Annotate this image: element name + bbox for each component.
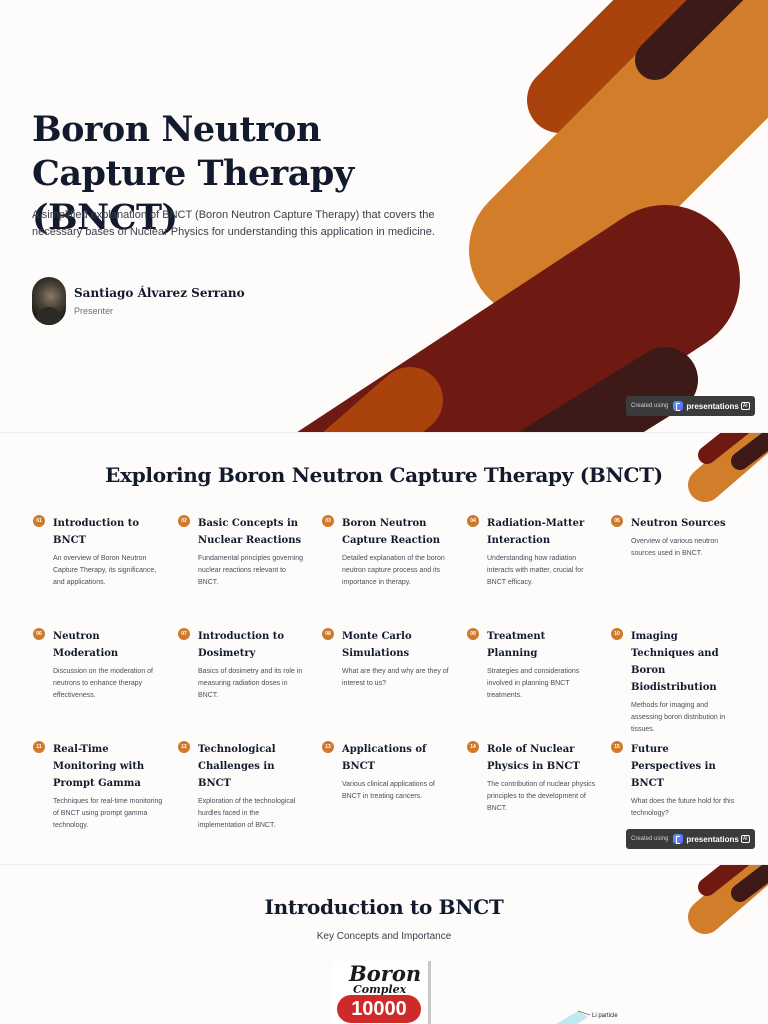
product-brand-text: Boron	[349, 961, 422, 986]
section-subtitle: Key Concepts and Importance	[316, 931, 452, 942]
item-description: Discussion on the moderation of neutrons…	[53, 668, 153, 699]
presentations-logo-icon	[673, 834, 684, 844]
item-number: 09	[467, 628, 479, 640]
item-description: What are they and why are they of intere…	[342, 668, 449, 687]
agenda-item[interactable]: 03 Boron Neutron Capture Reaction Detail…	[322, 515, 452, 589]
item-title: Basic Concepts in Nuclear Reactions	[198, 518, 302, 546]
agenda-slide: Exploring Boron Neutron Capture Therapy …	[0, 432, 768, 864]
item-title: Real-Time Monitoring with Prompt Gamma	[53, 744, 145, 789]
boron-complex-product-image: Boron Complex 10000	[333, 961, 433, 1024]
agenda-title: Exploring Boron Neutron Capture Therapy …	[105, 463, 663, 487]
title-slide: Boron Neutron Capture Therapy (BNCT) A s…	[0, 0, 768, 432]
item-description: An overview of Boron Neutron Capture The…	[53, 555, 157, 586]
item-number: 02	[178, 515, 190, 527]
item-number: 07	[178, 628, 190, 640]
item-description: Detailed explanation of the boron neutro…	[342, 555, 445, 586]
agenda-item[interactable]: 13 Applications of BNCT Various clinical…	[322, 741, 452, 803]
presenter-role: Presenter	[74, 306, 114, 316]
item-description: Exploration of the technological hurdles…	[198, 798, 296, 829]
item-title: Neutron Sources	[631, 518, 726, 529]
item-title: Boron Neutron Capture Reaction	[342, 518, 441, 546]
item-description: Strategies and considerations involved i…	[487, 668, 580, 699]
agenda-item[interactable]: 15 Future Perspectives in BNCT What does…	[611, 741, 741, 820]
item-title: Technological Challenges in BNCT	[198, 744, 276, 789]
item-description: The contribution of nuclear physics prin…	[487, 781, 596, 812]
reaction-diagram-image: Li particle	[554, 1009, 654, 1024]
created-using-badge[interactable]: Created using presentations AI	[626, 829, 755, 849]
item-description: What does the future hold for this techn…	[631, 798, 735, 817]
product-subtitle-text: Complex	[353, 983, 407, 996]
decorative-stripes	[297, 0, 768, 432]
ai-tag: AI	[740, 402, 750, 410]
agenda-item[interactable]: 09 Treatment Planning Strategies and con…	[467, 628, 597, 702]
item-title: Role of Nuclear Physics in BNCT	[487, 744, 580, 772]
presentations-logo-icon	[673, 401, 684, 411]
item-description: Fundamental principles governing nuclear…	[198, 555, 304, 586]
item-title: Introduction to Dosimetry	[198, 631, 284, 659]
item-title: Treatment Planning	[487, 631, 546, 659]
item-title: Future Perspectives in BNCT	[631, 744, 716, 789]
item-number: 11	[33, 741, 45, 753]
created-using-label: Created using	[631, 836, 669, 842]
agenda-item[interactable]: 06 Neutron Moderation Discussion on the …	[33, 628, 163, 702]
item-number: 05	[611, 515, 623, 527]
item-description: Understanding how radiation interacts wi…	[487, 555, 584, 586]
presentation-title: Boron Neutron Capture Therapy (BNCT)	[32, 109, 354, 238]
item-number: 13	[322, 741, 334, 753]
agenda-item[interactable]: 05 Neutron Sources Overview of various n…	[611, 515, 741, 560]
agenda-item[interactable]: 11 Real-Time Monitoring with Prompt Gamm…	[33, 741, 163, 832]
decorative-corner-stripes	[688, 433, 768, 502]
presentation-subtitle: A simplified explanation of BNCT (Boron …	[32, 209, 435, 238]
presenter-name: Santiago Álvarez Serrano	[74, 286, 245, 300]
bottle-edge	[428, 961, 431, 1024]
item-number: 01	[33, 515, 45, 527]
item-description: Methods for imaging and assessing boron …	[631, 702, 726, 733]
brand-label: presentations	[686, 401, 739, 411]
item-description: Techniques for real-time monitoring of B…	[53, 798, 163, 829]
diagram-shape	[555, 1010, 591, 1024]
agenda-item[interactable]: 10 Imaging Techniques and Boron Biodistr…	[611, 628, 741, 736]
agenda-item[interactable]: 14 Role of Nuclear Physics in BNCT The c…	[467, 741, 597, 815]
item-description: Basics of dosimetry and its role in meas…	[198, 668, 303, 699]
avatar	[32, 277, 66, 325]
item-number: 15	[611, 741, 623, 753]
agenda-item[interactable]: 02 Basic Concepts in Nuclear Reactions F…	[178, 515, 308, 589]
item-number: 08	[322, 628, 334, 640]
agenda-item[interactable]: 01 Introduction to BNCT An overview of B…	[33, 515, 163, 589]
item-number: 10	[611, 628, 623, 640]
ai-tag: AI	[740, 835, 750, 843]
item-title: Radiation-Matter Interaction	[487, 518, 585, 546]
agenda-item[interactable]: 08 Monte Carlo Simulations What are they…	[322, 628, 452, 690]
item-number: 03	[322, 515, 334, 527]
item-title: Imaging Techniques and Boron Biodistribu…	[631, 631, 719, 693]
presenter-block: Santiago Álvarez Serrano Presenter	[32, 276, 245, 326]
decorative-corner-stripes	[688, 865, 768, 934]
item-number: 12	[178, 741, 190, 753]
li-particle-label: Li particle	[592, 1013, 618, 1019]
product-dose-badge: 10000	[337, 995, 421, 1023]
item-title: Neutron Moderation	[53, 631, 119, 659]
item-number: 06	[33, 628, 45, 640]
item-description: Overview of various neutron sources used…	[631, 538, 719, 557]
agenda-item[interactable]: 12 Technological Challenges in BNCT Expl…	[178, 741, 308, 832]
created-using-badge[interactable]: Created using presentations AI	[626, 396, 755, 416]
brand-label: presentations	[686, 834, 739, 844]
section-title: Introduction to BNCT	[264, 895, 504, 919]
item-title: Monte Carlo Simulations	[342, 631, 412, 659]
item-title: Applications of BNCT	[342, 744, 427, 772]
item-number: 14	[467, 741, 479, 753]
item-description: Various clinical applications of BNCT in…	[342, 781, 435, 800]
intro-slide: Introduction to BNCT Key Concepts and Im…	[0, 864, 768, 1024]
agenda-item[interactable]: 07 Introduction to Dosimetry Basics of d…	[178, 628, 308, 702]
item-title: Introduction to BNCT	[53, 518, 139, 546]
agenda-item[interactable]: 04 Radiation-Matter Interaction Understa…	[467, 515, 597, 589]
created-using-label: Created using	[631, 403, 669, 409]
item-number: 04	[467, 515, 479, 527]
